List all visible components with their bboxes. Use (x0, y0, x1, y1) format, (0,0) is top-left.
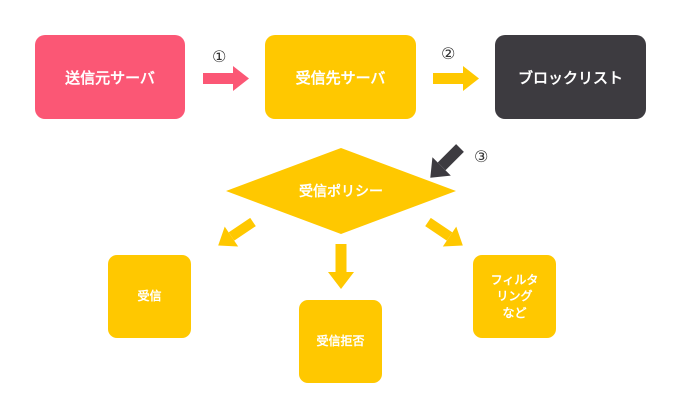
arrow-step1 (203, 66, 249, 91)
step-1-marker: ① (212, 47, 227, 66)
arrow-to-filter (425, 217, 463, 247)
filtering-node: フィルタ リング など (473, 255, 556, 338)
filtering-label-line1: フィルタ (490, 273, 539, 288)
filtering-label-line2: リング (496, 289, 533, 304)
arrow-to-reject (328, 244, 354, 289)
policy-node: 受信ポリシー (226, 150, 456, 232)
policy-label: 受信ポリシー (299, 184, 383, 200)
filtering-label-line3: など (502, 305, 527, 320)
accept-node: 受信 (108, 255, 191, 338)
reject-node: 受信拒否 (299, 300, 382, 383)
blocklist-label: ブロックリスト (517, 68, 623, 87)
receiver-server-label: 受信先サーバ (295, 68, 386, 87)
step-3-marker: ③ (474, 147, 489, 166)
step-2-marker: ② (441, 44, 456, 63)
policy-diamond (226, 148, 456, 234)
arrow-to-accept (218, 217, 256, 247)
arrow-step2 (433, 66, 479, 91)
sender-server-node: 送信元サーバ (35, 35, 185, 119)
accept-label: 受信 (137, 289, 162, 304)
receiver-server-node: 受信先サーバ (265, 35, 416, 119)
arrow-step3 (430, 144, 464, 178)
sender-server-label: 送信元サーバ (65, 68, 155, 87)
reject-label: 受信拒否 (316, 334, 365, 349)
blocklist-node: ブロックリスト (495, 35, 646, 119)
